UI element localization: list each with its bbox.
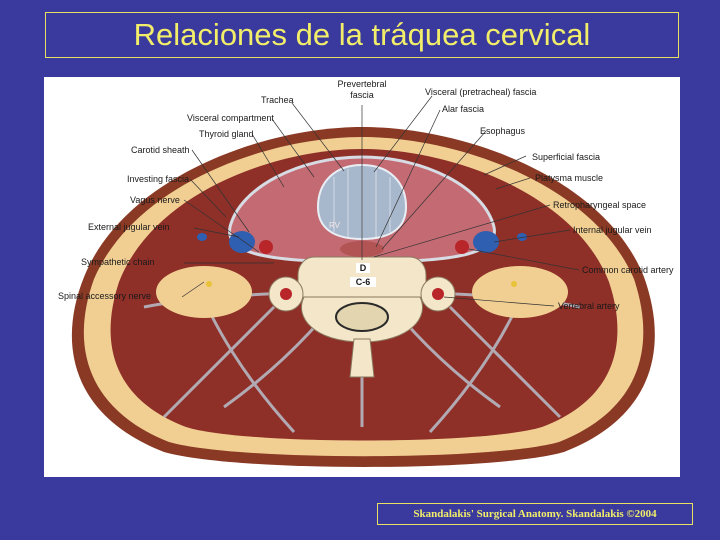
- right-lateral-fat: [472, 266, 568, 318]
- label-superficial-fascia: Superficial fascia: [532, 152, 601, 162]
- label-external-jugular-vein: External jugular vein: [88, 222, 170, 232]
- right-spinal-accessory-nerve: [511, 281, 517, 287]
- label-prevertebral-fascia-line1: Prevertebral: [337, 79, 387, 89]
- label-thyroid-gland: Thyroid gland: [199, 129, 254, 139]
- left-vertebral-artery: [280, 288, 292, 300]
- spinal-cord: [335, 302, 389, 332]
- neck-cross-section-figure: RV D C-6 Prevertebral fascia Trachea Vis…: [44, 77, 680, 477]
- right-common-carotid-artery: [455, 240, 469, 254]
- label-carotid-sheath: Carotid sheath: [131, 145, 190, 155]
- label-internal-jugular-vein: Internal jugular vein: [573, 225, 652, 235]
- left-external-jugular-vein: [197, 233, 207, 241]
- left-spinal-accessory-nerve: [206, 281, 212, 287]
- left-lateral-fat: [156, 266, 252, 318]
- right-internal-jugular-vein: [473, 231, 499, 253]
- label-vagus-nerve: Vagus nerve: [130, 195, 180, 205]
- label-esophagus: Esophagus: [480, 126, 526, 136]
- label-platysma-muscle: Platysma muscle: [535, 173, 604, 183]
- credit-text: Skandalakis' Surgical Anatomy. Skandalak…: [413, 508, 657, 520]
- d-mark: D: [356, 263, 370, 273]
- label-visceral-compartment: Visceral compartment: [187, 113, 274, 123]
- label-visceral-pretracheal-fascia: Visceral (pretracheal) fascia: [425, 87, 537, 97]
- slide-title: Relaciones de la tráquea cervical: [133, 17, 591, 52]
- label-vertebral-artery: Vertebral artery: [558, 301, 620, 311]
- right-external-jugular-vein: [517, 233, 527, 241]
- label-investing-fascia: Investing fascia: [127, 174, 190, 184]
- label-spinal-accessory-nerve: Spinal accessory nerve: [58, 291, 152, 301]
- label-prevertebral-fascia-line2: fascia: [350, 90, 374, 100]
- c6-mark: C-6: [350, 277, 376, 287]
- label-retropharyngeal-space: Retropharyngeal space: [553, 200, 647, 210]
- label-trachea: Trachea: [261, 95, 294, 105]
- label-common-carotid-artery: Common carotid artery: [582, 265, 674, 275]
- label-sympathetic-chain: Sympathetic chain: [81, 257, 155, 267]
- rv-mark: RV: [329, 221, 340, 230]
- credit-box: Skandalakis' Surgical Anatomy. Skandalak…: [377, 503, 693, 525]
- label-alar-fascia: Alar fascia: [442, 104, 485, 114]
- right-vertebral-artery: [432, 288, 444, 300]
- slide-title-box: Relaciones de la tráquea cervical: [45, 12, 679, 58]
- spinous-process: [349, 338, 375, 378]
- left-common-carotid-artery: [259, 240, 273, 254]
- neck-cross-section-drawing: [71, 95, 655, 467]
